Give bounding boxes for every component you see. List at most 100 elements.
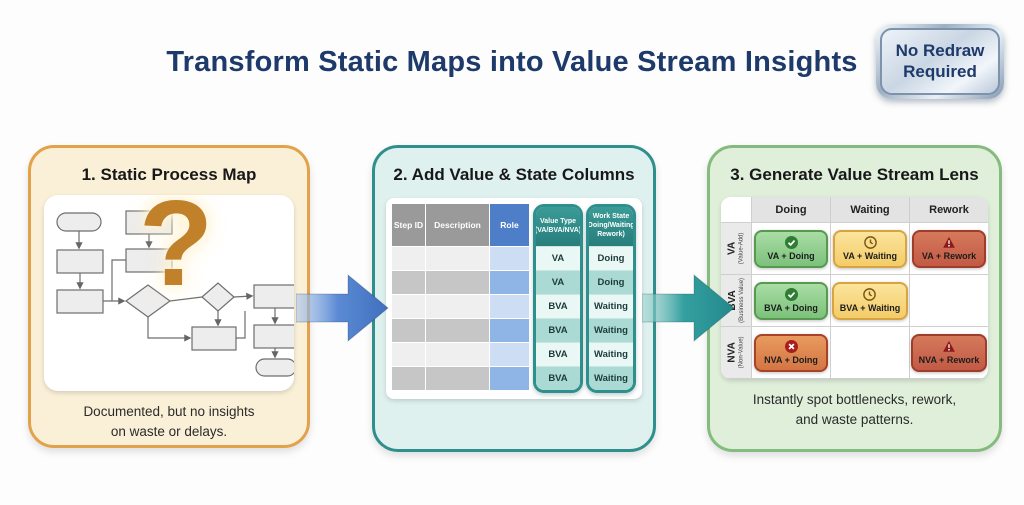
clock-icon <box>863 235 877 249</box>
col-header-role: Role <box>490 204 530 246</box>
row-sub: (Business Value) <box>738 278 745 323</box>
chip-va-waiting: VA + Waiting <box>833 229 907 268</box>
panel1-caption-line1: Documented, but no insights <box>83 404 255 419</box>
chip-nva-doing: NVA + Doing <box>754 333 828 372</box>
panel-add-value-state-columns: 2. Add Value & State Columns Step ID Des… <box>372 145 656 452</box>
value-type-header-line1: Value Type <box>539 217 577 225</box>
work-state-header-line3: Rework) <box>597 230 625 238</box>
chip-bva-waiting: BVA + Waiting <box>831 281 909 320</box>
col-header-description: Description <box>426 204 490 246</box>
work-state-cell: Doing <box>589 270 633 294</box>
table-cell <box>490 294 530 318</box>
matrix-cell-bva-rework-empty <box>909 275 988 327</box>
panel2-title: 2. Add Value & State Columns <box>393 165 635 184</box>
no-redraw-badge-text: No Redraw Required <box>880 28 1000 95</box>
chip-label: BVA + Waiting <box>839 302 901 313</box>
table-cell <box>392 342 426 366</box>
matrix-cell-nva-rework: NVA + Rework <box>909 327 988 379</box>
flow-node-end <box>255 358 294 377</box>
value-type-cell: BVA <box>536 294 580 318</box>
table-cell <box>426 342 490 366</box>
matrix-row-header-nva: NVA (Non-Value) <box>721 327 751 379</box>
matrix-cell-bva-waiting: BVA + Waiting <box>830 275 909 327</box>
matrix-col-header-doing: Doing <box>751 197 830 223</box>
arrow-step1-to-step2 <box>296 273 389 343</box>
chip-va-doing: VA + Doing <box>754 229 828 268</box>
work-state-cell: Waiting <box>589 366 633 390</box>
question-mark: ? <box>138 195 214 311</box>
panel3-title: 3. Generate Value Stream Lens <box>730 165 979 184</box>
flow-node-rect <box>253 284 294 309</box>
chip-label: VA + Doing <box>767 250 815 261</box>
table-cell <box>392 366 426 390</box>
panel3-caption: Instantly spot bottlenecks, rework, and … <box>710 390 999 429</box>
warning-icon <box>943 340 955 352</box>
matrix-row-header-bva: BVA (Business Value) <box>721 275 751 327</box>
table-cell <box>392 294 426 318</box>
chip-va-rework: VA + Rework <box>912 229 986 268</box>
flow-node-rect <box>253 324 294 349</box>
work-state-header-line1: Work State <box>592 213 630 221</box>
table-cell <box>392 318 426 342</box>
no-redraw-badge: No Redraw Required <box>876 24 1004 99</box>
matrix-cell-va-waiting: VA + Waiting <box>830 223 909 275</box>
chip-label: VA + Waiting <box>843 250 897 261</box>
work-state-column: Work State (Doing/Waiting/ Rework) Doing… <box>586 204 636 393</box>
panel3-caption-line2: and waste patterns. <box>795 411 914 427</box>
panel1-title: 1. Static Process Map <box>81 165 257 184</box>
table-cell <box>490 270 530 294</box>
warning-icon <box>943 236 955 248</box>
matrix-corner-cell <box>721 197 751 223</box>
panel-static-process-map: 1. Static Process Map <box>28 145 310 448</box>
matrix-row-header-va: VA (Value-Add) <box>721 223 751 275</box>
panel3-caption-line1: Instantly spot bottlenecks, rework, <box>752 392 957 407</box>
table-cell <box>426 270 490 294</box>
process-table: Step ID Description Role <box>392 204 530 390</box>
matrix-col-header-rework: Rework <box>909 197 988 223</box>
flow-node-rect <box>56 249 104 274</box>
chip-label: VA + Rework <box>921 250 977 261</box>
flow-node-rect <box>191 326 237 351</box>
chip-label: NVA + Rework <box>918 354 980 365</box>
chip-label: BVA + Doing <box>764 302 818 313</box>
table-cell <box>392 246 426 270</box>
table-cell <box>426 366 490 390</box>
check-icon <box>784 235 798 249</box>
chip-bva-doing: BVA + Doing <box>754 281 828 320</box>
value-type-cell: VA <box>536 270 580 294</box>
table-cell <box>490 342 530 366</box>
work-state-cell: Waiting <box>589 294 633 318</box>
table-cell <box>426 246 490 270</box>
table-cell <box>490 366 530 390</box>
matrix-cell-nva-doing: NVA + Doing <box>751 327 830 379</box>
check-icon <box>784 287 798 301</box>
value-type-cell: BVA <box>536 318 580 342</box>
flow-node-rect <box>56 289 104 314</box>
badge-line2: Required <box>903 62 977 82</box>
value-stream-matrix: Doing Waiting Rework VA (Value-Add) VA +… <box>721 197 988 379</box>
work-state-cell: Doing <box>589 246 633 270</box>
table-cell <box>490 318 530 342</box>
panel1-caption: Documented, but no insights on waste or … <box>31 402 307 441</box>
table-cell <box>426 294 490 318</box>
x-circle-icon <box>784 339 798 353</box>
value-type-cell: BVA <box>536 366 580 390</box>
work-state-cell: Waiting <box>589 342 633 366</box>
value-type-column: Value Type (VA/BVA/NVA) VA VA BVA BVA BV… <box>533 204 583 393</box>
table-cell <box>392 270 426 294</box>
value-type-cell: VA <box>536 246 580 270</box>
work-state-cell: Waiting <box>589 318 633 342</box>
col-header-work-state: Work State (Doing/Waiting/ Rework) <box>589 207 633 246</box>
col-header-value-type: Value Type (VA/BVA/NVA) <box>536 207 580 246</box>
work-state-header-line2: (Doing/Waiting/ <box>586 222 636 230</box>
row-sub: (Value-Add) <box>738 232 745 265</box>
matrix-cell-va-doing: VA + Doing <box>751 223 830 275</box>
badge-line1: No Redraw <box>895 41 985 60</box>
panel1-caption-line2: on waste or delays. <box>110 423 228 439</box>
table-cell <box>490 246 530 270</box>
row-sub: (Non-Value) <box>738 336 745 369</box>
row-abbr: VA <box>726 241 738 256</box>
matrix-cell-bva-doing: BVA + Doing <box>751 275 830 327</box>
flow-node-start <box>56 212 102 232</box>
chip-nva-rework: NVA + Rework <box>910 333 988 372</box>
